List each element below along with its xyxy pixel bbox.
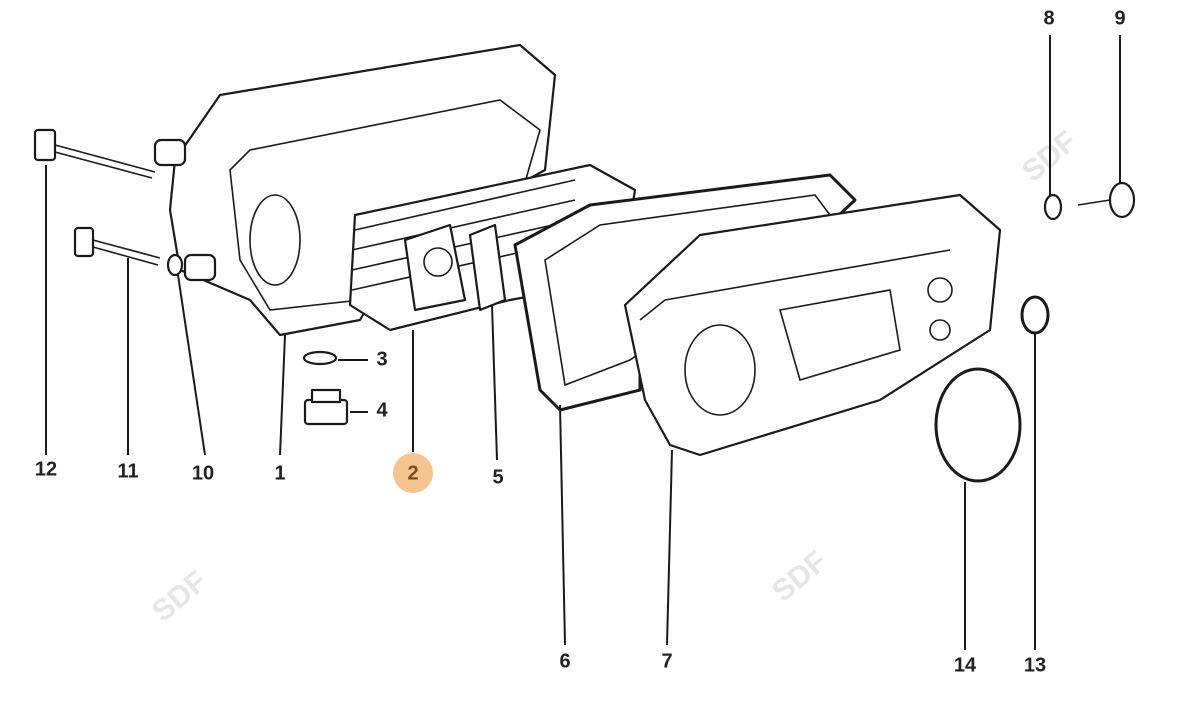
part-13-oring bbox=[1020, 295, 1050, 335]
part-4-plug bbox=[303, 388, 349, 426]
leader-lines bbox=[45, 35, 1121, 650]
callout-7[interactable]: 7 bbox=[661, 650, 673, 673]
part-10-washer bbox=[166, 253, 184, 277]
callout-1[interactable]: 1 bbox=[274, 462, 286, 485]
part-9-bolt bbox=[1077, 181, 1136, 219]
part-3-washer bbox=[302, 350, 338, 366]
callout-6[interactable]: 6 bbox=[559, 650, 571, 673]
callout-14[interactable]: 14 bbox=[953, 654, 977, 677]
callout-9[interactable]: 9 bbox=[1114, 7, 1126, 30]
part-12-bolt bbox=[33, 128, 156, 179]
callout-11[interactable]: 11 bbox=[117, 460, 139, 483]
callout-5[interactable]: 5 bbox=[492, 466, 504, 489]
callout-4[interactable]: 4 bbox=[376, 399, 388, 422]
callout-8[interactable]: 8 bbox=[1043, 7, 1055, 30]
part-8-washer bbox=[1043, 193, 1063, 221]
part-7-cover bbox=[623, 193, 1002, 457]
part-14-oring bbox=[934, 367, 1022, 483]
part-5-gasket bbox=[468, 223, 507, 312]
callout-12[interactable]: 12 bbox=[34, 458, 58, 481]
callout-13[interactable]: 13 bbox=[1023, 654, 1047, 677]
callout-3[interactable]: 3 bbox=[376, 348, 388, 371]
callout-10[interactable]: 10 bbox=[191, 462, 215, 485]
part-11-bolt bbox=[73, 226, 161, 266]
highlight-circle bbox=[393, 453, 433, 493]
callout-2-highlighted[interactable]: 2 bbox=[407, 462, 419, 485]
